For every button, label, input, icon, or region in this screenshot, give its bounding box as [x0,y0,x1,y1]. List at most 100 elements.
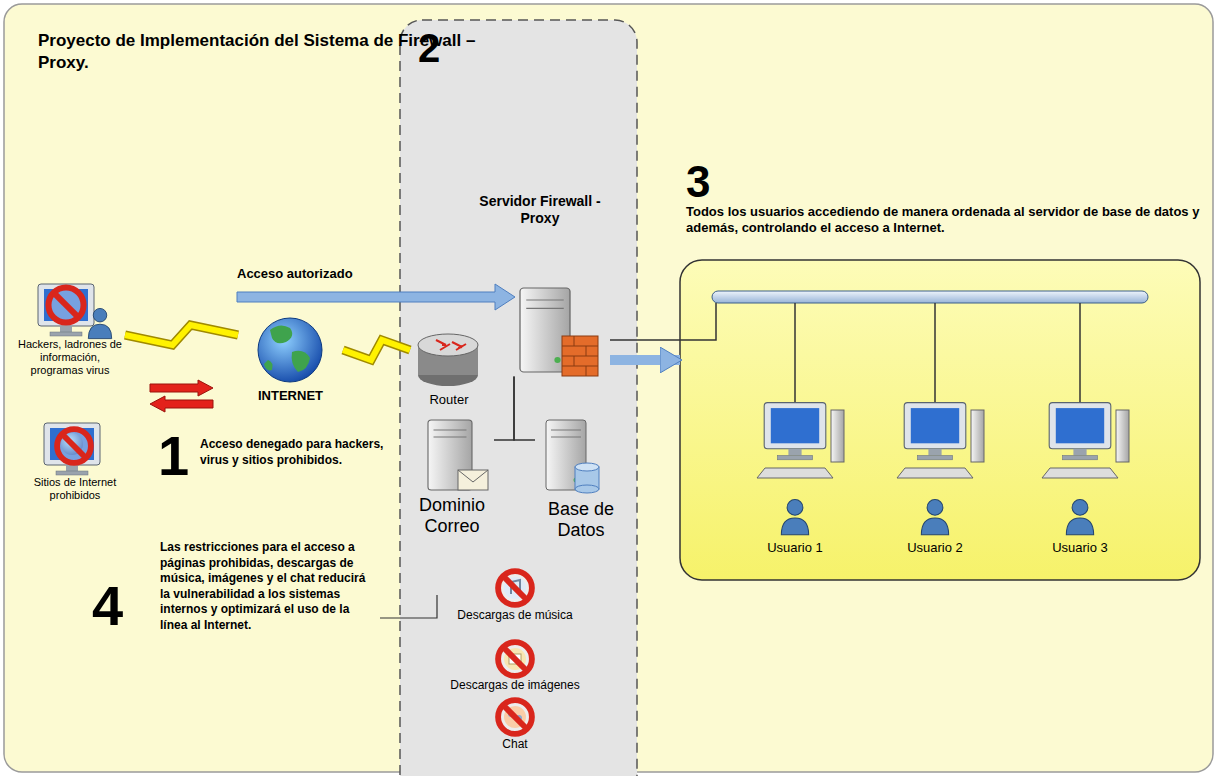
denied-arrows [150,380,213,412]
lan-outline [680,260,1200,580]
globe-icon [258,318,322,382]
network-wire [494,377,514,440]
blocked-service-icon [498,571,532,605]
user-workstation: Usuario 3 [1030,395,1130,556]
node-label: Usuario 2 [887,540,983,556]
diagram-title: Proyecto de Implementación del Sistema d… [38,30,478,74]
callout-number: 2 [418,28,637,68]
node-label: Hackers, ladrones de información, progra… [17,338,123,378]
user-workstation [781,500,808,535]
router: Router [410,322,488,408]
globe-icon [292,351,310,372]
network-wire [494,377,514,440]
server-zone-outline [400,20,637,776]
database-server: Base de Datos [535,413,627,540]
user-workstation [1116,410,1129,462]
lightning-link [125,325,238,345]
hacker-icon [38,284,94,336]
user-workstation: Usuario 1 [745,395,845,556]
hacker-icon [88,308,111,338]
database-icon [575,485,599,493]
blocked-service-icon [498,642,532,676]
mail-server-icon [428,420,488,490]
authorized-arrow [237,284,515,310]
blocked-service-icon [498,571,532,734]
database-icon [575,463,599,471]
forbidden-site-icon [57,429,91,463]
hacker-icon [38,284,112,339]
server-icon [562,336,598,376]
callout-number: 4 [92,578,142,634]
threat-source: Hackers, ladrones de información, progra… [15,280,125,378]
node-label: Base de Datos [537,499,625,540]
user-workstation [921,500,948,535]
server-icon [562,336,598,376]
hacker-icon [48,287,83,322]
router-icon [418,334,478,356]
mail-server-icon [458,470,488,490]
blocked-service: Chat [440,697,590,752]
blocked-service-icon [498,700,532,734]
lan-bus [1079,303,1081,403]
user-workstation [764,403,826,460]
firewall-proxy-server: Servidor Firewall - Proxy [470,193,610,377]
user-workstation [1066,500,1093,535]
node-label: Chat [442,737,588,752]
node-label: Router [412,392,486,408]
lan-bus [934,303,936,403]
lightning-link [343,340,410,360]
node-label: Usuario 3 [1032,540,1128,556]
network-wire [514,377,535,440]
forbidden-site-icon [44,423,100,475]
user-workstation [757,403,1129,535]
lan-bus [712,291,1148,303]
lightning-link [343,340,410,360]
blocked-service: Descargas de música [440,568,590,623]
user-workstation [1042,468,1118,478]
lightning-link [125,325,238,345]
user-workstation [904,403,966,460]
forbidden-site: Sitios de Internet prohibidos [30,418,120,502]
flow-arrow [610,355,680,365]
server-icon [520,288,598,376]
note-text: Acceso denegado para hackers, virus y si… [200,437,385,468]
globe-icon [270,325,292,343]
user-network: 3Todos los usuarios accediendo de manera… [680,160,1205,580]
node-label: Descargas de música [442,608,588,623]
network-wire [514,377,535,440]
node-label: Dominio Correo [412,495,492,536]
node-label: Sitios de Internet prohibidos [32,476,118,502]
user-workstation [1049,403,1111,460]
user-workstation [757,468,833,478]
network-wire [610,339,680,341]
user-workstation: Usuario 2 [885,395,985,556]
denied-arrows [150,396,213,412]
internet-cloud: INTERNET [238,312,343,404]
node-label: INTERNET [240,388,341,404]
router-icon [418,334,478,386]
note-text: Las restricciones para el acceso a págin… [160,540,375,634]
heading-text: Todos los usuarios accediendo de manera … [686,204,1205,237]
lightning-link [343,340,410,360]
callout-number: 1 [158,428,202,484]
database-icon [546,420,599,493]
globe-icon [264,360,273,370]
forbidden-site-icon [44,423,100,475]
leader-line [380,595,437,618]
node-label: Servidor Firewall - Proxy [472,193,608,227]
user-workstation [971,410,984,462]
lightning-link [125,325,238,345]
network-wire [610,340,680,341]
lan-bus [680,303,716,340]
user-workstation [831,410,844,462]
mail-server: Dominio Correo [410,413,494,536]
lan-bus [680,291,1148,403]
globe-icon [258,318,322,382]
flow-arrow [610,360,680,361]
lan-bus [794,303,796,403]
authorized-arrow [237,284,515,310]
denied-arrows [150,380,213,396]
router-icon [436,340,466,350]
